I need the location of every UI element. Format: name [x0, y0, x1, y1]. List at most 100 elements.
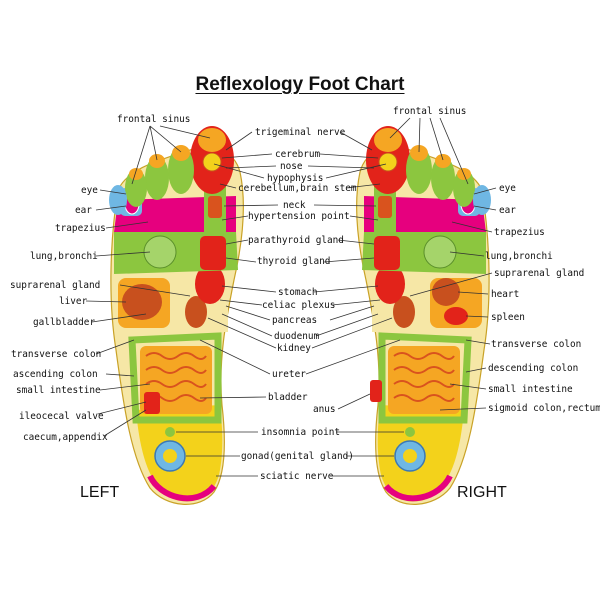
line-bladder [199, 396, 267, 399]
label-transverse-colon-right: transverse colon [491, 339, 581, 350]
label-gonad: gonad(genital gland) [241, 451, 354, 462]
label-parathyroid-gland: parathyroid gland [248, 235, 344, 246]
line-nose [225, 165, 375, 169]
right-toe-3 [431, 156, 455, 200]
label-right-foot: RIGHT [457, 484, 507, 501]
label-eye-right: eye [499, 183, 516, 194]
right-intestine-coils [393, 352, 455, 402]
left-toe-4-tip [129, 168, 143, 180]
line-spleen [465, 315, 489, 318]
line-frontal-sinus-right [389, 117, 469, 185]
label-spleen: spleen [491, 312, 525, 323]
label-nose: nose [280, 161, 303, 172]
label-heart: heart [491, 289, 519, 300]
line-heart [457, 291, 489, 295]
line-trigeminal [225, 131, 373, 151]
line-caecum [103, 409, 147, 437]
line-hypertension [221, 215, 379, 221]
label-pancreas: pancreas [272, 315, 317, 326]
label-left-foot: LEFT [80, 484, 119, 501]
line-cerebellum [219, 183, 381, 189]
line-thyroid [225, 257, 375, 263]
line-ear-right [473, 205, 497, 211]
label-small-intestine-left: small intestine [16, 385, 101, 396]
label-transverse-colon-left: transverse colon [11, 349, 101, 360]
right-kidney [393, 296, 415, 328]
line-eye-left [99, 189, 127, 195]
right-toe-big-brain [378, 152, 398, 172]
right-heel-magenta-band [383, 474, 453, 502]
left-foot [109, 126, 244, 505]
left-toe-3-tip [149, 154, 165, 168]
left-toe-3 [145, 156, 169, 200]
label-ear-right: ear [499, 205, 516, 216]
left-lung [143, 235, 177, 269]
right-insomnia-point [405, 427, 415, 437]
label-lung-bronchi-left: lung,bronchi [30, 251, 98, 262]
left-stomach [195, 264, 225, 304]
line-small-intestine-left [99, 383, 151, 391]
label-bladder: bladder [268, 392, 308, 403]
label-anus: anus [313, 404, 336, 415]
line-transverse-colon-right [465, 339, 491, 345]
labels: frontal sinus frontal sinus trigeminal n… [10, 106, 600, 501]
line-neck [223, 204, 377, 207]
right-toe-big-tip [374, 128, 402, 152]
label-thyroid-gland: thyroid gland [257, 256, 330, 267]
label-frontal-sinus-left: frontal sinus [117, 114, 190, 125]
right-toe-2-tip [410, 145, 428, 161]
label-lung-bronchi-right: lung,bronchi [485, 251, 553, 262]
chart-title: Reflexology Foot Chart [195, 74, 405, 95]
left-toe-big-brain [202, 152, 222, 172]
label-ileocecal-valve: ileocecal valve [19, 411, 104, 422]
right-heart [432, 278, 460, 306]
label-hypertension-point: hypertension point [248, 211, 350, 222]
leader-lines [85, 117, 497, 477]
label-hypophysis: hypophysis [267, 173, 323, 184]
left-toe-2-tip [172, 145, 190, 161]
right-toe-5 [473, 185, 491, 215]
label-trapezius-left: trapezius [55, 223, 106, 234]
line-kidney [207, 317, 393, 349]
left-gonad [163, 449, 177, 463]
line-duodenum [221, 313, 379, 337]
label-liver: liver [59, 296, 88, 307]
label-descending-colon: descending colon [488, 363, 578, 374]
right-anus-zone [370, 380, 382, 402]
label-suprarenal-gland-left: suprarenal gland [10, 280, 100, 291]
label-neck: neck [283, 200, 306, 211]
line-pancreas [225, 305, 375, 321]
right-neck-inner [378, 196, 392, 218]
label-cerebellum-brain-stem: cerebellum,brain stem [238, 183, 357, 194]
left-kidney [185, 296, 207, 328]
line-celiac [219, 299, 381, 306]
left-neck-inner [208, 196, 222, 218]
line-lung-left [95, 251, 151, 257]
line-suprarenal-left [119, 284, 191, 297]
right-spleen [444, 307, 468, 325]
label-stomach: stomach [278, 287, 318, 298]
left-thyroid-zone [200, 236, 226, 270]
line-small-intestine-right [449, 383, 487, 390]
line-trapezius-left [105, 221, 149, 229]
line-ascending-colon [105, 373, 135, 377]
label-celiac-plexus: celiac plexus [262, 300, 335, 311]
line-descending-colon [465, 367, 487, 373]
left-intestine-coils [145, 352, 207, 402]
label-sigmoid-colon-rectum: sigmoid colon,rectum [488, 403, 600, 414]
right-gonad [403, 449, 417, 463]
label-duodenum: duodenum [274, 331, 320, 342]
left-toe-5 [109, 185, 127, 215]
label-kidney: kidney [277, 343, 311, 354]
label-caecum-appendix: caecum,appendix [23, 432, 108, 443]
label-suprarenal-gland-right: suprarenal gland [494, 268, 584, 279]
line-parathyroid [225, 239, 375, 245]
line-stomach [221, 285, 379, 293]
label-trigeminal-nerve: trigeminal nerve [255, 127, 346, 138]
label-insomnia-point: insomnia point [261, 427, 340, 438]
left-toe-big-tip [198, 128, 226, 152]
label-gallbladder: gallbladder [33, 317, 95, 328]
right-toe-3-tip [435, 154, 451, 168]
